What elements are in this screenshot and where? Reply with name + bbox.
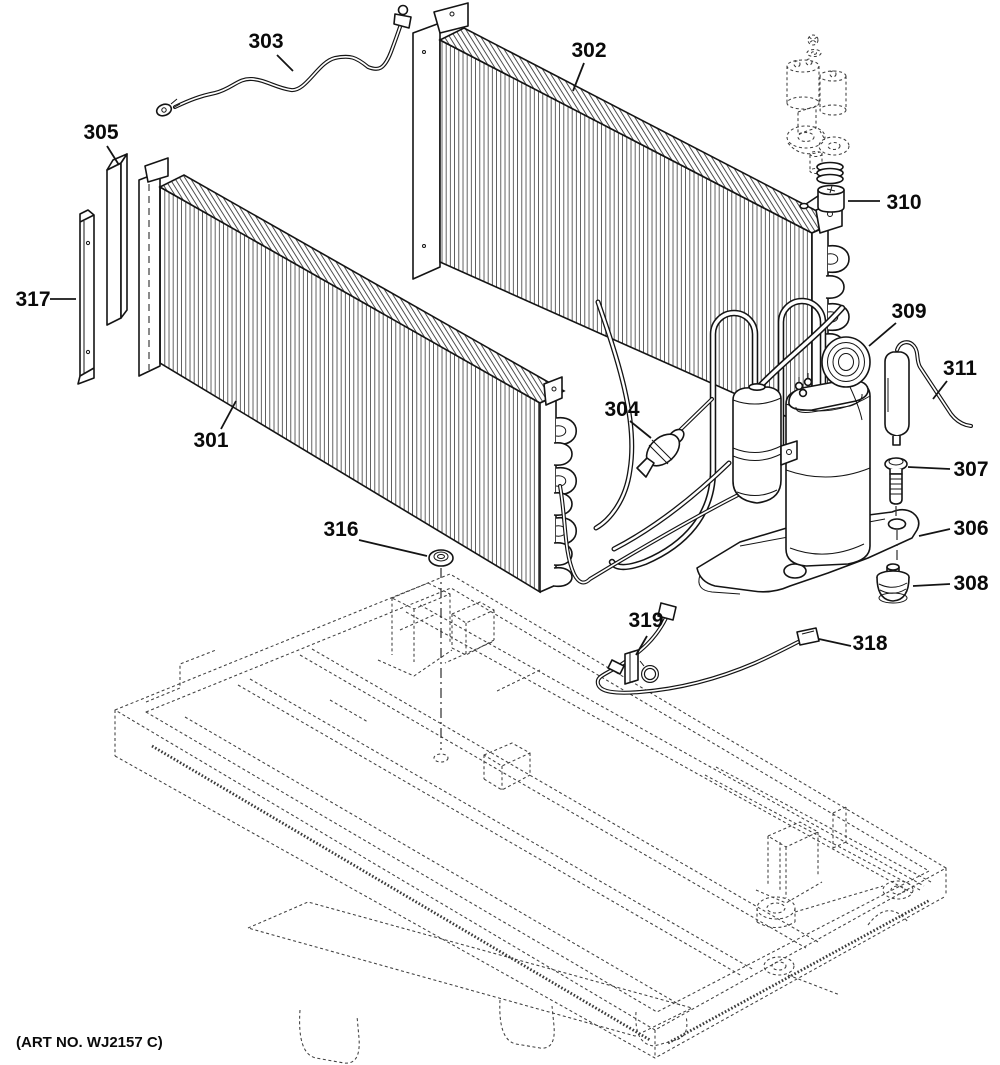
- part-label-302: 302: [571, 39, 606, 62]
- callout-304: 304: [604, 398, 652, 439]
- compressor-terminals: [794, 373, 813, 398]
- callout-308: 308: [912, 572, 989, 595]
- art-number: (ART NO. WJ2157 C): [16, 1034, 163, 1051]
- callout-301: 301: [193, 400, 237, 452]
- accumulator: [732, 382, 798, 504]
- compressor: [785, 373, 871, 567]
- part-label-319: 319: [628, 609, 663, 632]
- callout-305: 305: [83, 121, 120, 166]
- callout-306: 306: [918, 517, 989, 540]
- harness-clip: [624, 649, 659, 685]
- part-label-307: 307: [953, 458, 988, 481]
- ring-terminal: [155, 103, 173, 117]
- refrigerant-tubing: [558, 297, 846, 585]
- part-callouts: 301 302 303 304 305 306 307 308: [15, 30, 989, 656]
- part-label-306: 306: [953, 517, 988, 540]
- ground-wire-303: [155, 4, 412, 117]
- callout-319: 319: [628, 609, 664, 656]
- part-label-316: 316: [323, 518, 358, 541]
- motor-mount-310: [799, 184, 845, 213]
- thermistor-304: [636, 397, 714, 478]
- part-label-317: 317: [15, 288, 50, 311]
- callout-318: 318: [818, 632, 888, 655]
- callout-307: 307: [907, 458, 989, 481]
- capillary-coil-309: [821, 336, 871, 421]
- part-label-318: 318: [852, 632, 887, 655]
- compressor-mount-boss: [756, 896, 796, 929]
- grommet-mount-308: [876, 563, 910, 604]
- harness-terminal: [657, 602, 677, 621]
- callout-303: 303: [248, 30, 294, 72]
- callout-311: 311: [932, 357, 977, 400]
- harness-ferrule: [607, 659, 625, 675]
- part-label-301: 301: [193, 429, 228, 452]
- part-label-303: 303: [248, 30, 283, 53]
- callout-302: 302: [571, 39, 607, 92]
- part-label-304: 304: [604, 398, 639, 421]
- part-label-305: 305: [83, 121, 118, 144]
- part-label-308: 308: [953, 572, 988, 595]
- side-strip-317: [77, 209, 95, 385]
- callout-310: 310: [848, 191, 922, 214]
- condenser-coil-302: [412, 2, 850, 430]
- bolt-centerline: [895, 506, 898, 560]
- harness-connector: [796, 627, 820, 646]
- part-label-310: 310: [886, 191, 921, 214]
- part-label-311: 311: [943, 357, 977, 380]
- grommet-hole-mark: [433, 753, 449, 763]
- callout-317: 317: [15, 288, 76, 311]
- part-label-309: 309: [891, 300, 926, 323]
- seal-strip-305: [106, 153, 128, 326]
- callout-309: 309: [868, 300, 927, 347]
- condenser-coil-301: [138, 157, 578, 594]
- motor-mount-spring: [816, 161, 844, 185]
- mounting-bolt-307: [884, 457, 908, 505]
- return-bends-301: [553, 417, 578, 587]
- drier-311: [884, 340, 973, 446]
- fan-motor-phantom-stack: [786, 34, 850, 175]
- base-pan: [114, 573, 947, 1064]
- coil-grommet-316: [428, 549, 454, 567]
- callout-316: 316: [323, 518, 428, 557]
- wire-terminal-top: [397, 4, 409, 16]
